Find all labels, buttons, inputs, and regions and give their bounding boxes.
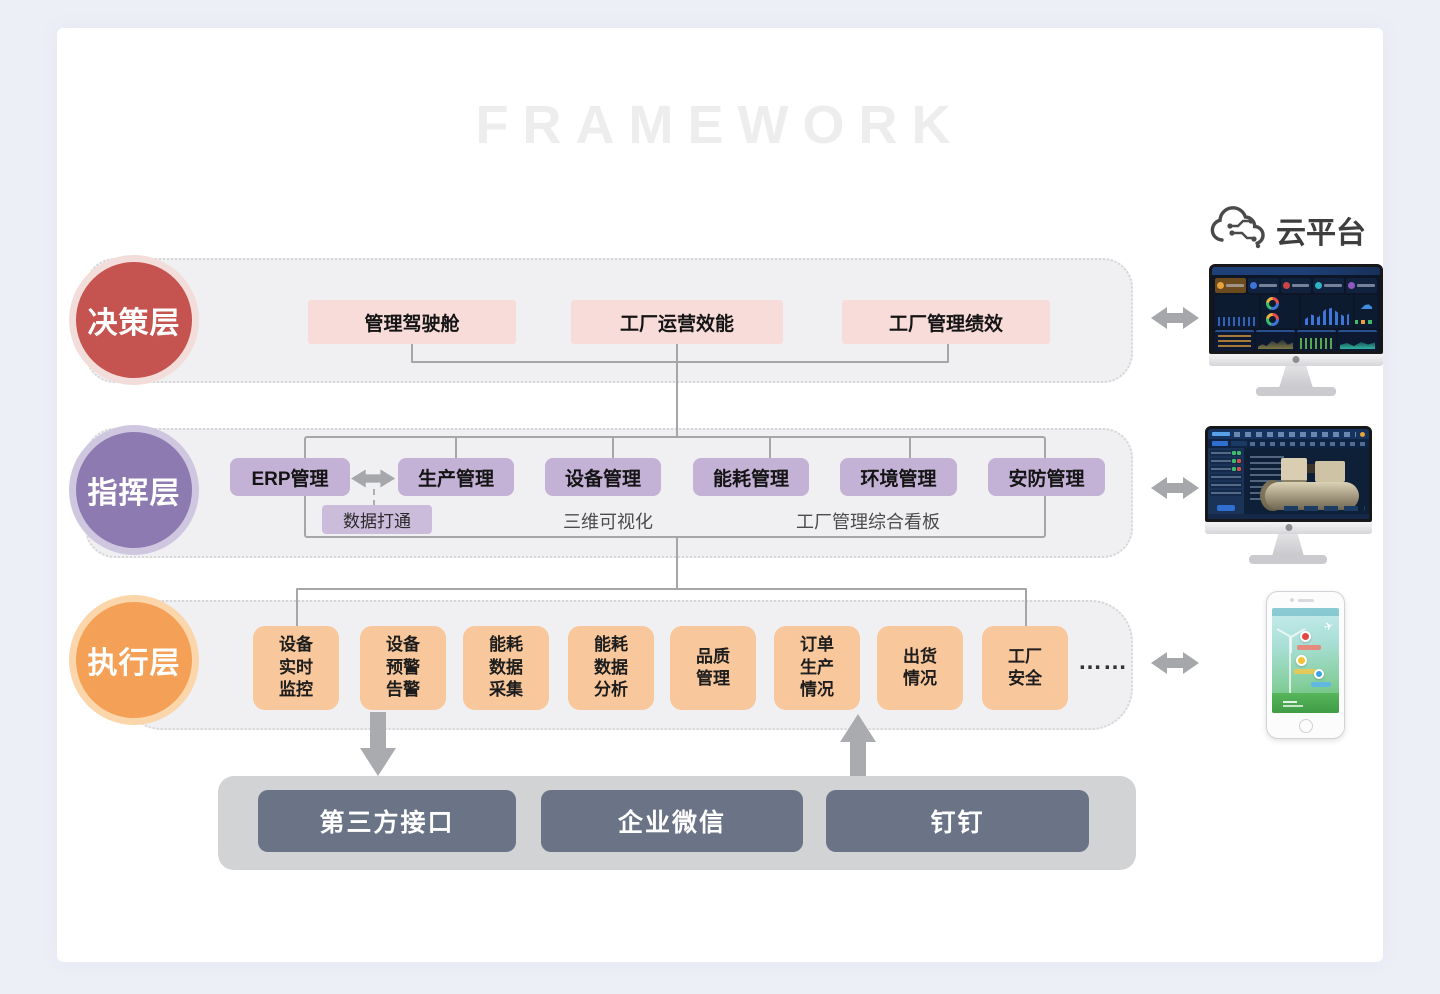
panel-weather: ☁ [1355, 295, 1377, 328]
phone-status-bar [1272, 608, 1339, 616]
cloud-circuit-icon [1210, 206, 1265, 249]
apple-logo-icon [1292, 356, 1300, 363]
chiller-machine-render [1260, 458, 1363, 514]
app-toolbar [1208, 439, 1369, 448]
apple-logo-icon [1285, 524, 1292, 531]
map-pin-red [1300, 631, 1312, 643]
dingtalk-button: 钉钉 [826, 790, 1089, 852]
factory-management-performance-box: 工厂管理绩效 [842, 300, 1050, 344]
shipment-status-box: 出货 情况 [877, 626, 963, 710]
donut-chart [1266, 297, 1279, 310]
donut-chart [1266, 313, 1279, 326]
monitor1-screen: ☁ [1209, 264, 1383, 354]
app-sidebar [1208, 448, 1244, 514]
app-header [1208, 429, 1369, 439]
kpi-card [1215, 278, 1246, 293]
execution-layer-label: 执行层 [87, 647, 181, 680]
status-chips [1284, 506, 1365, 511]
wechat-work-button: 企业微信 [541, 790, 803, 852]
3d-visualization-caption: 三维可视化 [563, 512, 653, 532]
panel-sparkline [1256, 330, 1295, 351]
mobile-phone: ✈ [1266, 591, 1345, 739]
third-party-api-button: 第三方接口 [258, 790, 516, 852]
phone-home-button [1298, 719, 1313, 733]
kpi-row [1215, 278, 1377, 293]
decision-layer-label: 决策层 [87, 307, 181, 340]
data-link-box: 数据打通 [322, 505, 432, 534]
erp-management-box: ERP管理 [230, 458, 350, 496]
paper-plane-icon: ✈ [1322, 619, 1336, 634]
monitor2-chin [1205, 522, 1372, 534]
weather-cloud-icon: ☁ [1360, 297, 1373, 312]
kpi-card [1313, 278, 1345, 293]
decision-layer-circle: 决策层 [76, 262, 192, 378]
pin-label [1294, 668, 1317, 674]
wind-turbine [1289, 637, 1292, 697]
sidebar-action-button [1217, 505, 1235, 511]
panel-trend [1215, 295, 1259, 328]
monitor2-stand [1272, 534, 1304, 556]
management-cockpit-box: 管理驾驶舱 [308, 300, 516, 344]
command-layer-label: 指挥层 [87, 477, 181, 510]
device-realtime-monitoring-box: 设备 实时 监控 [253, 626, 339, 710]
monitor1-chin [1209, 354, 1383, 366]
dashboard-header [1212, 267, 1380, 275]
factory-dashboard-caption: 工厂管理综合看板 [796, 512, 940, 532]
quality-management-box: 品质 管理 [670, 626, 756, 710]
device-warning-alert-box: 设备 预警 告警 [360, 626, 446, 710]
model-viewport [1244, 448, 1369, 514]
energy-data-analysis-box: 能耗 数据 分析 [568, 626, 654, 710]
factory-safety-box: 工厂 安全 [982, 626, 1068, 710]
production-management-box: 生产管理 [398, 458, 514, 496]
panel-green-bars [1297, 330, 1336, 351]
execution-layer-circle: 执行层 [76, 602, 192, 718]
factory-operation-efficiency-box: 工厂运营效能 [571, 300, 783, 344]
panel-area-chart [1338, 330, 1377, 351]
map-pin-yellow [1296, 655, 1308, 667]
phone-speaker [1297, 599, 1314, 602]
kpi-card [1247, 278, 1279, 293]
order-production-status-box: 订单 生产 情况 [774, 626, 860, 710]
pin-label [1297, 644, 1322, 650]
equipment-management-box: 设备管理 [545, 458, 661, 496]
panel-bar-chart [1301, 295, 1353, 328]
energy-data-collection-box: 能耗 数据 采集 [463, 626, 549, 710]
energy-management-box: 能耗管理 [693, 458, 809, 496]
grass-band [1272, 693, 1339, 713]
data-link-dashed-line [373, 489, 375, 506]
monitor2-screen [1205, 426, 1372, 522]
command-layer-circle: 指挥层 [76, 432, 192, 548]
monitor2-base [1249, 555, 1327, 564]
watermark-title: FRAMEWORK [475, 95, 965, 155]
kpi-card [1280, 278, 1312, 293]
phone-camera [1289, 598, 1294, 602]
phone-screen: ✈ [1272, 608, 1339, 713]
cloud-platform-label: 云平台 [1276, 217, 1366, 250]
more-items-ellipsis: …… [1078, 648, 1128, 675]
monitor1-base [1256, 387, 1336, 396]
panel-alerts [1215, 330, 1254, 351]
panel-donuts [1261, 295, 1299, 328]
environment-management-box: 环境管理 [840, 458, 957, 496]
map-pin-blue [1313, 668, 1324, 679]
monitor1-stand [1279, 366, 1313, 388]
kpi-card [1346, 278, 1377, 293]
security-management-box: 安防管理 [988, 458, 1105, 496]
pin-label [1310, 681, 1331, 687]
